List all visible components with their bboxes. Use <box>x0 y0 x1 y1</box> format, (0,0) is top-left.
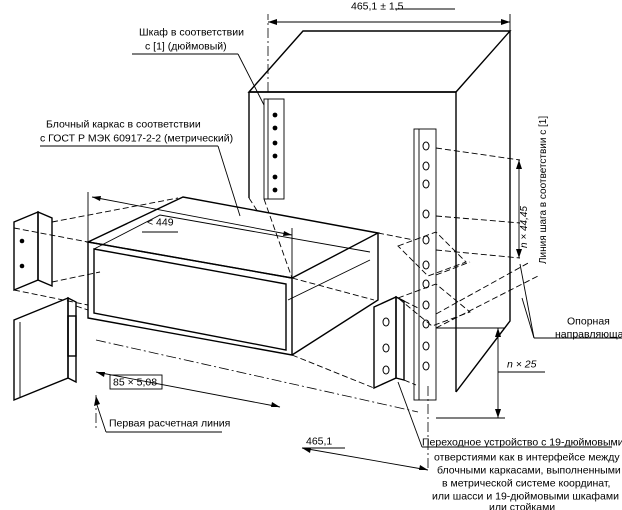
cabinet-callout <box>132 53 265 106</box>
frame-label-1: Блочный каркас в соответствии <box>46 119 201 131</box>
adapter-label-1: Переходное устройство с 19-дюймовыми <box>422 437 622 449</box>
dim-bottom-width-label: 465,1 <box>306 436 332 448</box>
dim-module-width <box>95 371 281 408</box>
dim-module-width-label: 85 × 5,08 <box>113 377 157 389</box>
projection-lines <box>13 197 419 389</box>
left-front-panel <box>13 296 77 402</box>
adapter-label-2: отверстиями как в интерфейсе между <box>434 452 620 464</box>
dim-frame-width <box>87 192 293 278</box>
dim-pitch-horizontal <box>436 327 545 419</box>
cabinet-label-1: Шкаф в соответствии <box>139 27 244 39</box>
adapter-callout <box>397 381 612 448</box>
frame-label-2: с ГОСТ Р МЭК 60917-2-2 (метрический) <box>40 133 233 145</box>
dim-pitch-horizontal-label: n × 25 <box>507 359 537 371</box>
adapter-bracket <box>373 295 405 390</box>
first-line-label: Первая расчетная линия <box>109 418 230 430</box>
rail-label-2: направляющая <box>555 329 622 341</box>
dim-bottom-width <box>301 447 429 471</box>
pitch-lines <box>435 147 541 329</box>
adapter-label-4: в метрической системе координат, <box>442 478 610 490</box>
first-line-callout <box>94 396 222 433</box>
subrack-frame <box>85 196 381 356</box>
dim-pitch-vertical <box>516 160 522 258</box>
dim-pitch-vertical-label: n × 44,45 <box>519 206 530 248</box>
dim-frame-width-label: < 449 <box>147 217 174 229</box>
pitch-plane <box>397 231 467 277</box>
cabinet-label-2: с [1] (дюймовый) <box>145 41 227 53</box>
adapter-label-6: или стойками <box>489 502 555 510</box>
left-bracket <box>13 210 53 292</box>
pitch-plane-lower <box>397 283 471 327</box>
front-rail-holes <box>422 141 430 371</box>
rail-label-1: Опорная <box>567 316 610 328</box>
dim-top-width-label: 465,1 ± 1,5 <box>351 1 404 13</box>
adapter-label-3: блочными каркасами, выполненными <box>437 465 621 477</box>
adapter-label-5: или шасси и 19-дюймовыми шкафами <box>432 491 619 503</box>
frame-callout <box>40 145 241 217</box>
cabinet <box>247 30 512 401</box>
rear-rail-holes <box>272 112 278 193</box>
rail-callout <box>519 263 622 339</box>
pitch-line-label: Линия шага в соответствии с [1] <box>538 116 549 264</box>
dim-top-width <box>268 8 511 31</box>
